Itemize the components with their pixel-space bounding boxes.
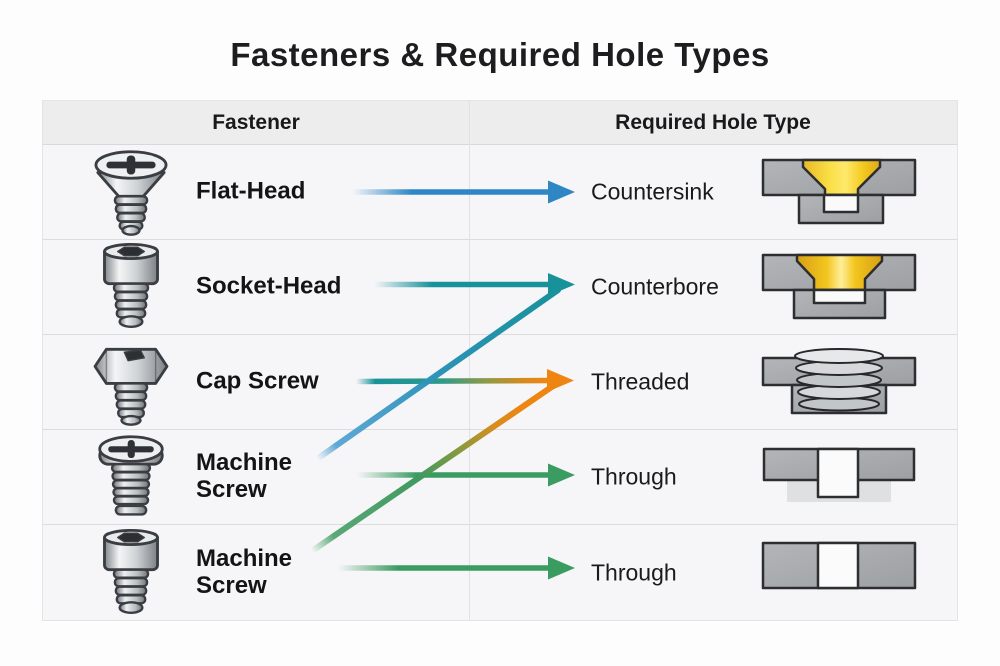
- hole-type-label: Through: [591, 559, 677, 586]
- table-header: Fastener Required Hole Type: [43, 101, 957, 145]
- fastener-label: Socket-Head: [196, 272, 342, 300]
- column-header-fastener: Fastener: [212, 110, 300, 134]
- hole-type-label: Countersink: [591, 178, 714, 204]
- table-row: Cap Screw Threaded: [43, 334, 957, 429]
- column-header-hole: Required Hole Type: [615, 110, 811, 134]
- fastener-label: Machine Screw: [196, 449, 293, 503]
- socket-machine-screw-icon: [83, 528, 179, 618]
- table-row: Machine Screw Through: [43, 429, 957, 524]
- flat-head-screw-icon: [83, 147, 179, 237]
- fastener-hole-table: Fastener Required Hole Type Flat-Head Co…: [42, 100, 958, 621]
- countersink-hole-icon: [759, 154, 919, 230]
- cap-screw-icon: [83, 337, 179, 427]
- threaded-hole-icon: [759, 344, 919, 420]
- through-hole-icon: [759, 439, 919, 515]
- table-row: Machine Screw Through: [43, 524, 957, 621]
- machine-screw-icon: [83, 432, 179, 522]
- hole-type-label: Threaded: [591, 368, 690, 395]
- fastener-label: Cap Screw: [196, 367, 319, 395]
- counterbore-hole-icon: [759, 249, 919, 325]
- fastener-label: Flat-Head: [196, 177, 306, 205]
- fastener-label: Machine Screw: [196, 545, 293, 599]
- table-row: Flat-Head Countersink: [43, 144, 957, 239]
- hole-type-label: Through: [591, 463, 677, 490]
- socket-head-screw-icon: [83, 242, 179, 332]
- table-row: Socket-Head Counterbore: [43, 239, 957, 334]
- hole-type-label: Counterbore: [591, 273, 719, 300]
- page-title: Fasteners & Required Hole Types: [230, 36, 770, 73]
- through-hole-plain-icon: [759, 535, 919, 611]
